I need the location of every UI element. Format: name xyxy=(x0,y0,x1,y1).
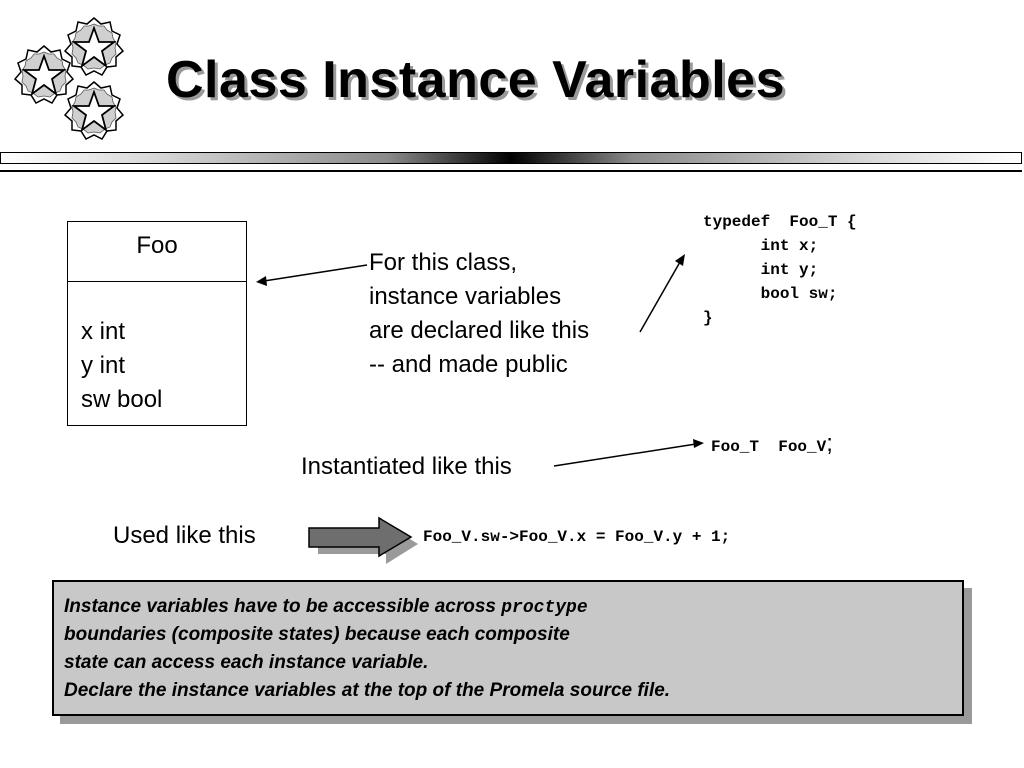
instantiated-label: Instantiated like this xyxy=(301,453,512,480)
instance-declaration-code: Foo_T Foo_V xyxy=(711,438,827,456)
note-proctype-code: proctype xyxy=(501,598,588,618)
slide-title: Class Instance Variables xyxy=(166,51,786,109)
block-arrow-icon xyxy=(308,516,418,564)
used-label: Used like this xyxy=(113,522,256,549)
uml-class-box: Foo x int y int sw bool xyxy=(67,221,247,426)
title-rule xyxy=(0,152,1022,164)
declared-label-line: For this class, xyxy=(369,249,518,276)
note-line: Instance variables have to be accessible… xyxy=(64,596,588,618)
uml-class-name: Foo xyxy=(68,222,246,282)
title-rule-thin xyxy=(0,170,1022,172)
instance-declaration: Foo_T Foo_V; xyxy=(711,430,833,459)
instance-semicolon: ; xyxy=(826,430,833,457)
arrow-to-instance xyxy=(553,439,704,467)
note-line: boundaries (composite states) because ea… xyxy=(64,624,570,645)
typedef-code-line: int x; xyxy=(703,237,819,255)
uml-attribute: y int xyxy=(81,352,126,379)
note-line: Declare the instance variables at the to… xyxy=(64,680,671,701)
declared-label-line: -- and made public xyxy=(369,351,568,378)
declared-label-line: instance variables xyxy=(369,283,562,310)
uml-attribute: x int xyxy=(81,318,126,345)
arrow-to-typedef xyxy=(639,254,685,333)
typedef-code-line: } xyxy=(703,309,713,327)
arrow-to-class-box xyxy=(256,264,368,286)
declared-label-line: are declared like this xyxy=(369,317,590,344)
typedef-code-line: bool sw; xyxy=(703,285,838,303)
note-line-text: Instance variables have to be accessible… xyxy=(64,596,502,617)
note-line: state can access each instance variable. xyxy=(64,652,429,673)
uml-attribute: sw bool xyxy=(81,386,163,413)
typedef-code-line: typedef Foo_T { xyxy=(703,213,857,231)
usage-code: Foo_V.sw->Foo_V.x = Foo_V.y + 1; xyxy=(423,528,731,546)
typedef-code-line: int y; xyxy=(703,261,819,279)
note-box: Instance variables have to be accessible… xyxy=(52,580,964,716)
